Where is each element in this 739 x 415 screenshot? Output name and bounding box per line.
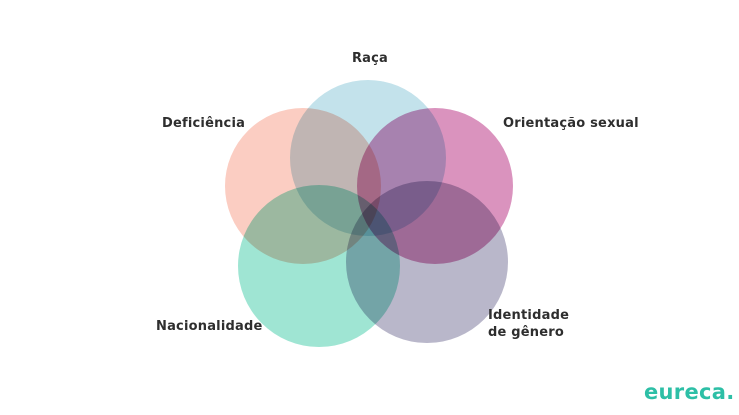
label-raca: Raça	[351, 51, 389, 66]
eureca-logo: eureca.	[644, 380, 735, 404]
label-deficiencia: Deficiência	[162, 116, 246, 131]
circle-nacionalidade	[238, 185, 400, 347]
label-nacionalidade: Nacionalidade	[156, 319, 263, 334]
label-identidade-de-genero: Identidade de gênero	[488, 308, 570, 340]
label-orientacao-sexual: Orientação sexual	[503, 116, 639, 131]
